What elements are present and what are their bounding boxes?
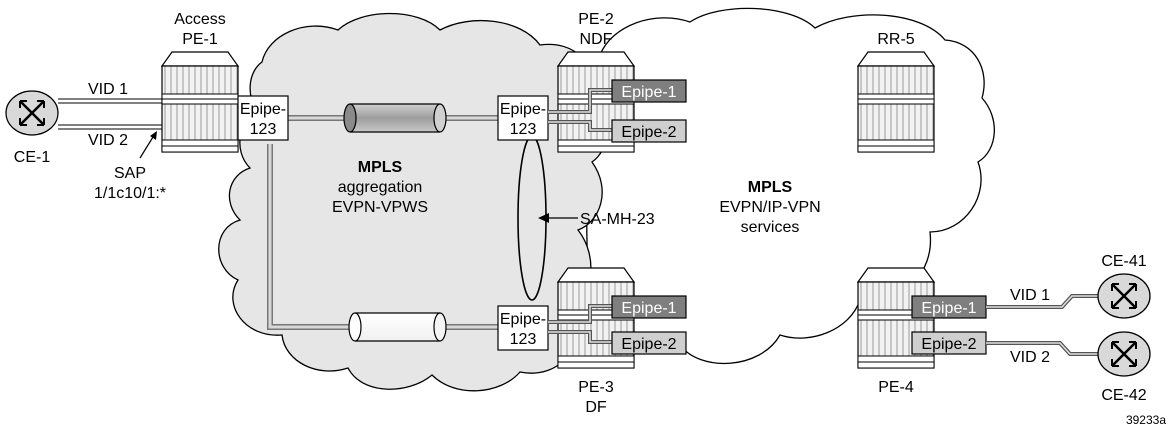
aggregation-subtitle: aggregation (338, 179, 423, 196)
pe2-epipe1-text: Epipe-1 (621, 84, 676, 101)
vid2-left-label: VID 2 (88, 132, 128, 149)
pe2-router[interactable] (556, 51, 636, 153)
ce42-router-icon[interactable] (1097, 331, 1151, 377)
services-line3: services (741, 219, 800, 236)
pe2-epipe123-box[interactable]: Epipe- 123 (497, 95, 549, 141)
pe3-epipe1-text: Epipe-1 (621, 300, 676, 317)
pe2-epipe-line2: 123 (510, 121, 537, 138)
pe2-epipe-connectors (548, 88, 612, 132)
lower-tunnel (348, 312, 447, 342)
pe2-epipe2-tag[interactable]: Epipe-2 (611, 119, 687, 143)
pe2-epipe2-text: Epipe-2 (621, 124, 676, 141)
ce42-label: CE-42 (1101, 387, 1146, 404)
pe3-epipe-connectors (548, 304, 612, 344)
pe3-epipe1-tag[interactable]: Epipe-1 (611, 295, 687, 319)
pe4-label: PE-4 (878, 379, 914, 396)
ce1-router-icon[interactable] (5, 90, 59, 136)
pe1-label-line2: PE-1 (182, 31, 218, 48)
pe4-epipe1-tag[interactable]: Epipe-1 (911, 295, 987, 319)
ce41-router-icon[interactable] (1097, 273, 1151, 319)
pe1-epipe-line2: 123 (250, 121, 277, 138)
figure-id: 39233a (1126, 413, 1166, 427)
ce41-label: CE-41 (1101, 253, 1146, 270)
rr5-label: RR-5 (877, 31, 914, 48)
pe3-epipe123-box[interactable]: Epipe- 123 (497, 305, 549, 351)
vid1-right-label: VID 1 (1010, 287, 1050, 304)
pe3-label-line1: PE-3 (578, 379, 614, 396)
pe1-epipe-line1: Epipe- (240, 101, 286, 118)
services-title: MPLS (748, 179, 793, 196)
pe3-epipe2-tag[interactable]: Epipe-2 (611, 331, 687, 355)
pe4-ce-links (986, 294, 1098, 356)
pe4-epipe2-tag[interactable]: Epipe-2 (911, 331, 987, 355)
pe1-label-line1: Access (174, 11, 226, 28)
rr5-router[interactable] (856, 51, 936, 153)
pe2-label-line2: NDF (580, 31, 613, 48)
pe1-epipe123-box[interactable]: Epipe- 123 (237, 95, 289, 141)
vid2-right-label: VID 2 (1010, 349, 1050, 366)
sa-mh-label: SA-MH-23 (580, 211, 655, 228)
sap-label-line2: 1/1c10/1:* (94, 185, 166, 202)
ce1-label: CE-1 (14, 149, 51, 166)
aggregation-title: MPLS (358, 159, 403, 176)
pe4-epipe1-text: Epipe-1 (921, 300, 976, 317)
pe3-epipe-line2: 123 (510, 331, 537, 348)
vid1-left-label: VID 1 (88, 81, 128, 98)
sap-label-line1: SAP (114, 165, 146, 182)
pe3-epipe2-text: Epipe-2 (621, 336, 676, 353)
services-subtitle: EVPN/IP-VPN (719, 199, 820, 216)
pe2-epipe1-tag[interactable]: Epipe-1 (611, 79, 687, 103)
pe2-label-line1: PE-2 (578, 11, 614, 28)
pe1-router[interactable] (160, 51, 240, 153)
ce1-links (58, 98, 162, 130)
pe3-label-line2: DF (585, 399, 607, 416)
pe3-epipe-line1: Epipe- (500, 311, 546, 328)
pe2-epipe-line1: Epipe- (500, 101, 546, 118)
aggregation-service: EVPN-VPWS (332, 199, 428, 216)
upper-tunnel (343, 103, 447, 133)
pe4-epipe2-text: Epipe-2 (921, 336, 976, 353)
